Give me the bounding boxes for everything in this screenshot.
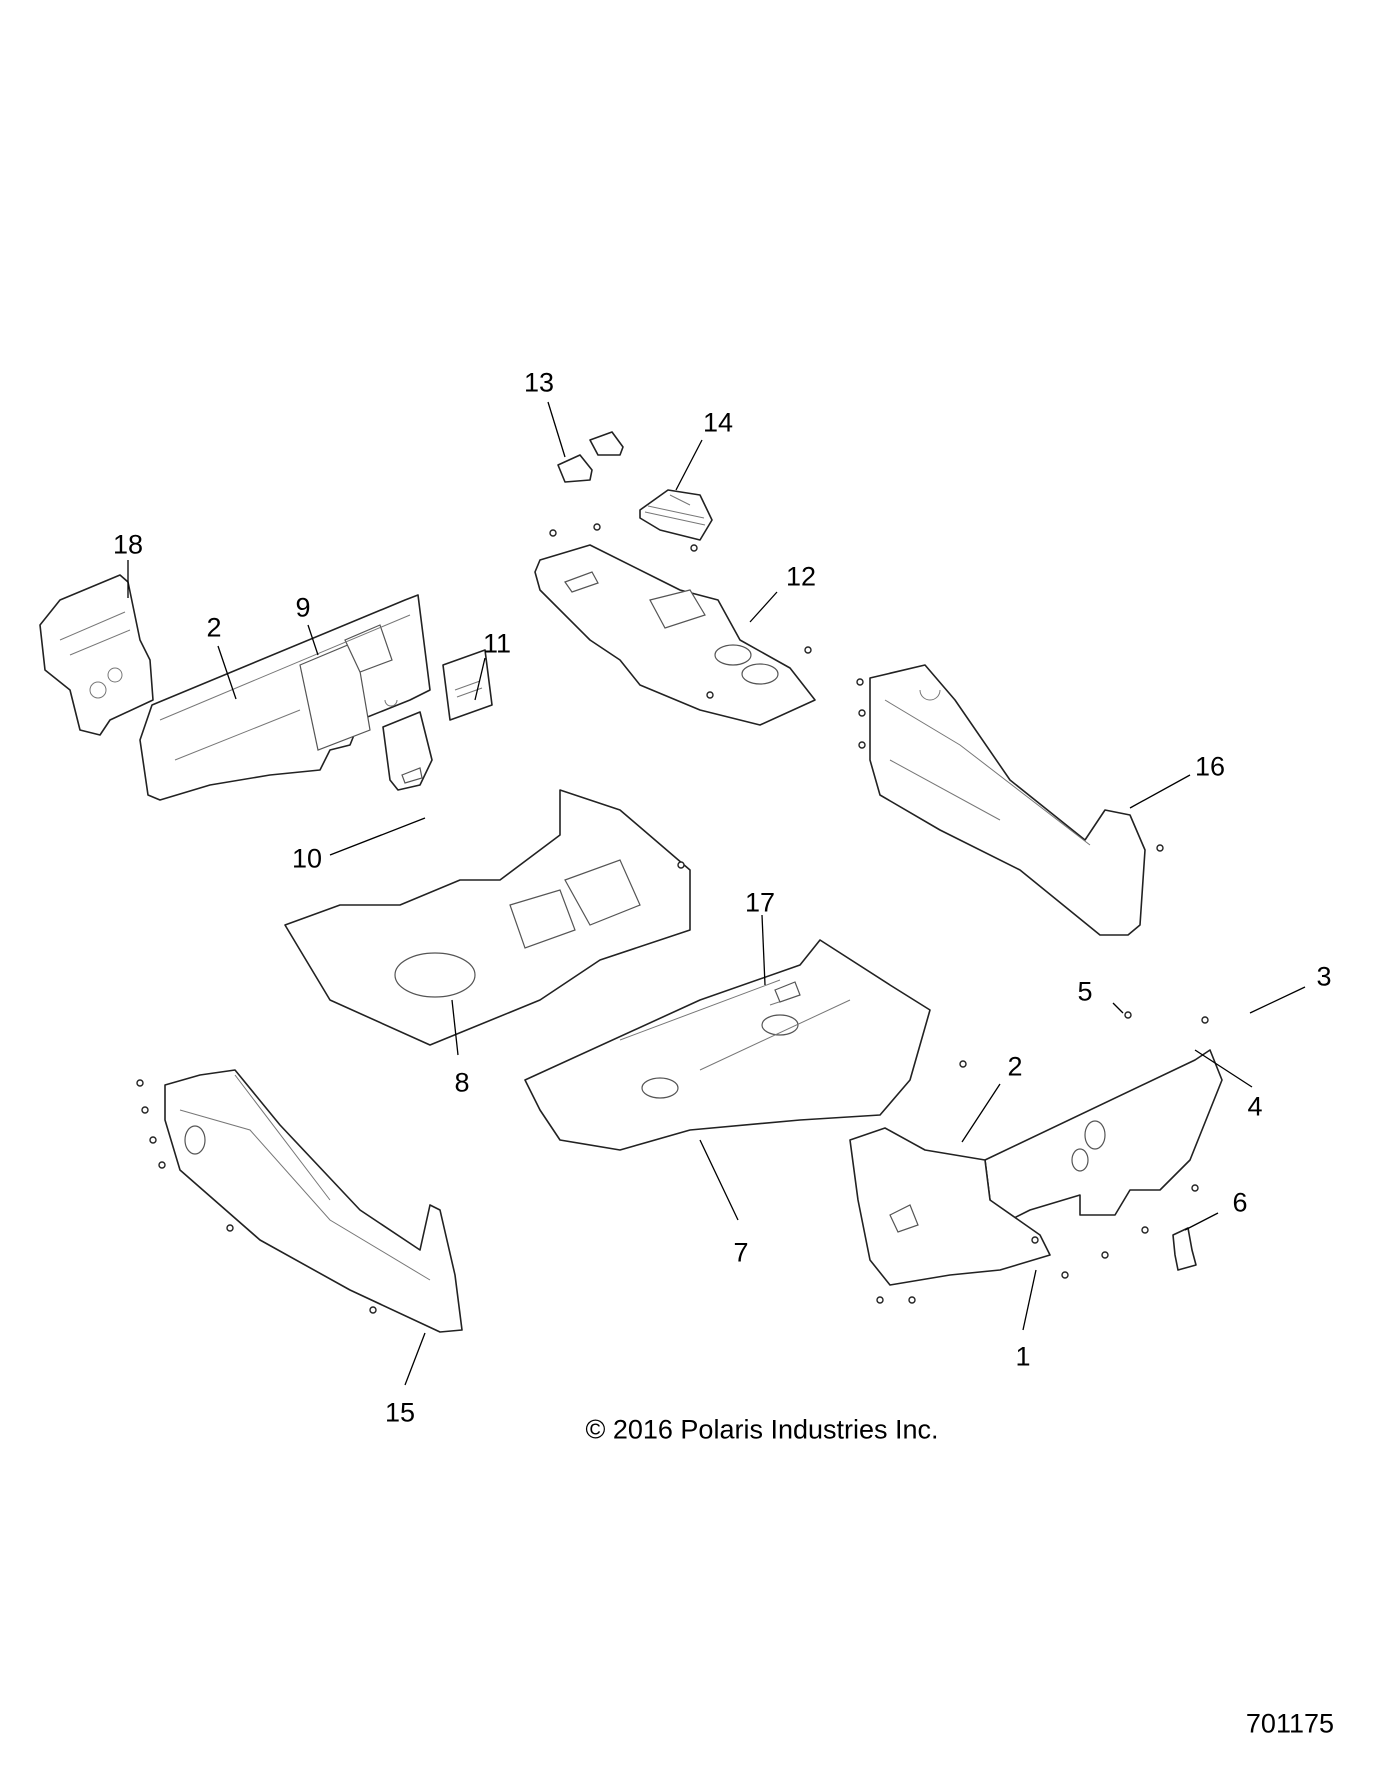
callout-1: 1: [1015, 1341, 1031, 1372]
part-8-center-tray: [284, 789, 691, 1046]
part-16-right-rocker: [869, 664, 1146, 936]
callout-6: 6: [1232, 1187, 1248, 1218]
callout-7: 7: [733, 1237, 749, 1268]
part-10-access-door: [382, 711, 433, 791]
leader-15: [404, 1332, 426, 1386]
part-1-front-footwell: [849, 1127, 1051, 1286]
callout-3: 3: [1316, 961, 1332, 992]
part-7-floor-pan: [524, 939, 931, 1151]
callout-12: 12: [785, 561, 817, 592]
leader-10: [329, 817, 426, 856]
leader-6: [1184, 1212, 1219, 1231]
leader-4: [1194, 1049, 1253, 1088]
callout-18: 18: [112, 529, 144, 560]
leader-13: [547, 401, 566, 458]
callout-4: 4: [1247, 1091, 1263, 1122]
part-12-center-console: [534, 544, 816, 726]
callout-11: 11: [482, 628, 512, 659]
part-14-shift-boot: [639, 489, 713, 541]
leader-1: [1022, 1269, 1037, 1331]
callout-2-front: 2: [1007, 1051, 1023, 1082]
part-15-left-rocker: [164, 1069, 463, 1333]
copyright-notice: © 2016 Polaris Industries Inc.: [585, 1414, 939, 1445]
callout-16: 16: [1194, 751, 1226, 782]
leader-12: [749, 591, 778, 623]
leader-2a: [217, 645, 237, 700]
part-9-rear-bulkhead: [139, 594, 431, 801]
leader-14: [675, 439, 703, 491]
leader-5: [1112, 1002, 1124, 1014]
callout-13: 13: [523, 367, 555, 398]
part-4-front-firewall: [984, 1049, 1223, 1221]
callout-17: 17: [744, 887, 776, 918]
leader-2b: [961, 1083, 1001, 1143]
callout-9: 9: [295, 592, 311, 623]
leader-3: [1249, 986, 1306, 1014]
part-18-side-shield: [39, 574, 154, 736]
leader-17: [761, 914, 766, 986]
fasteners: [136, 523, 1209, 1314]
callout-10: 10: [291, 843, 323, 874]
callout-15: 15: [384, 1397, 416, 1428]
leader-7: [699, 1139, 739, 1221]
leader-16: [1129, 774, 1191, 809]
callout-2: 2: [206, 612, 222, 643]
document-number: 701175: [1245, 1708, 1334, 1739]
callout-8: 8: [454, 1067, 470, 1098]
leader-9: [307, 624, 319, 656]
leader-lines: [127, 401, 1306, 1386]
leader-11: [474, 657, 486, 701]
leader-8: [451, 999, 459, 1056]
part-6-bracket: [1172, 1227, 1197, 1271]
callout-5: 5: [1077, 976, 1093, 1007]
callout-14: 14: [702, 407, 734, 438]
part-13-switch-boots: [557, 431, 624, 483]
